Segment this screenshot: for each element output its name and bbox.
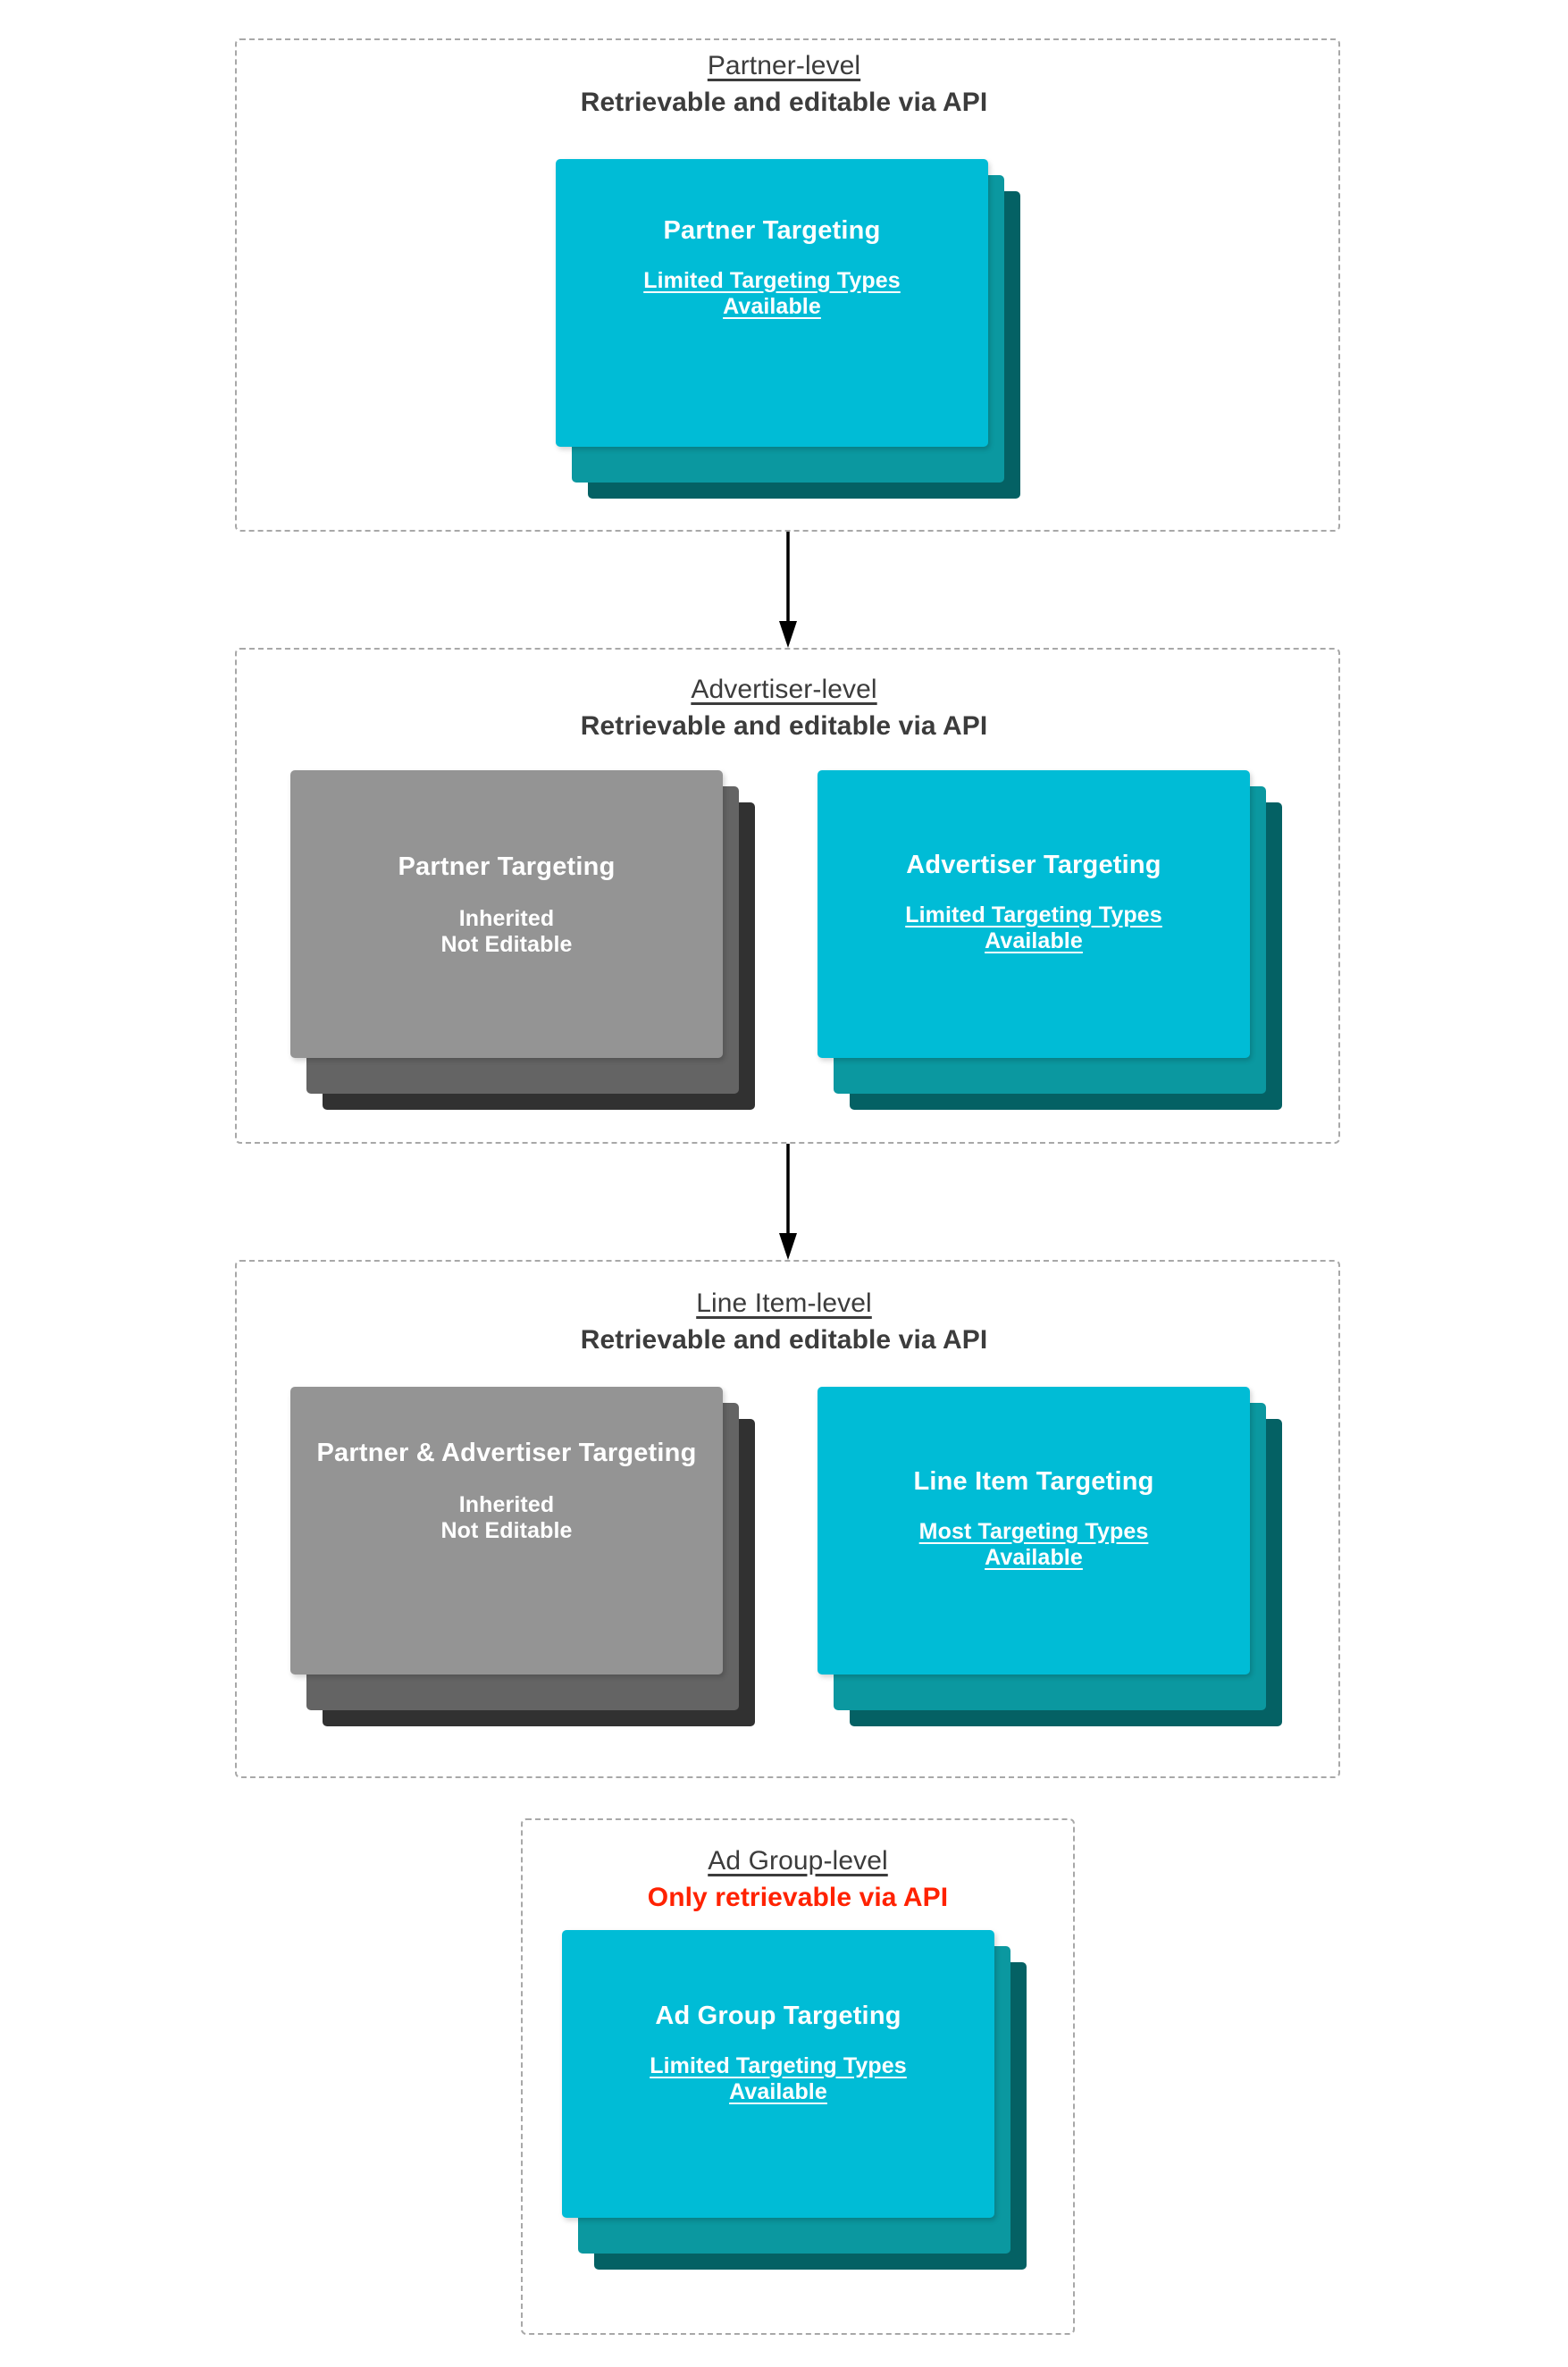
card-stack-line-item-targeting: Line Item Targeting Most Targeting Types… bbox=[818, 1387, 1282, 1744]
card-ad-group-targeting[interactable]: Ad Group Targeting Limited Targeting Typ… bbox=[562, 1930, 994, 2218]
card-note-line-1: Inherited bbox=[458, 1491, 555, 1517]
card-title: Partner Targeting bbox=[398, 852, 616, 881]
card-stack-inherited-partner-advertiser-targeting: Partner & Advertiser Targeting Inherited… bbox=[290, 1387, 755, 1744]
card-note-line-2: Available bbox=[985, 1544, 1083, 1570]
card-note-line-1: Most Targeting Types bbox=[918, 1518, 1149, 1544]
card-title: Partner & Advertiser Targeting bbox=[316, 1439, 697, 1467]
level-container-ad-group bbox=[521, 1818, 1075, 2335]
level-container-partner bbox=[235, 38, 1340, 532]
card-title: Ad Group Targeting bbox=[655, 2002, 901, 2030]
card-advertiser-targeting[interactable]: Advertiser Targeting Limited Targeting T… bbox=[818, 770, 1250, 1058]
card-note-line-1: Limited Targeting Types bbox=[650, 2052, 907, 2078]
card-inherited-partner-targeting[interactable]: Partner Targeting Inherited Not Editable bbox=[290, 770, 723, 1058]
card-note-line-2: Available bbox=[729, 2078, 827, 2104]
connector-advertiser-to-line-item bbox=[779, 1144, 797, 1260]
card-note-line-2: Available bbox=[985, 927, 1083, 953]
card-title: Line Item Targeting bbox=[913, 1467, 1154, 1496]
level-container-advertiser bbox=[235, 648, 1340, 1144]
card-inherited-partner-advertiser-targeting[interactable]: Partner & Advertiser Targeting Inherited… bbox=[290, 1387, 723, 1675]
card-stack-inherited-partner-targeting: Partner Targeting Inherited Not Editable bbox=[290, 770, 755, 1128]
connector-partner-to-advertiser bbox=[779, 532, 797, 648]
card-line-item-targeting[interactable]: Line Item Targeting Most Targeting Types… bbox=[818, 1387, 1250, 1675]
card-note-line-2: Not Editable bbox=[440, 931, 573, 957]
card-title: Advertiser Targeting bbox=[906, 851, 1161, 879]
card-stack-partner-targeting: Partner Targeting Limited Targeting Type… bbox=[556, 159, 1020, 499]
card-stack-advertiser-targeting: Advertiser Targeting Limited Targeting T… bbox=[818, 770, 1282, 1128]
card-partner-targeting[interactable]: Partner Targeting Limited Targeting Type… bbox=[556, 159, 988, 447]
card-title: Partner Targeting bbox=[663, 216, 881, 245]
card-note-line-1: Inherited bbox=[458, 905, 555, 931]
card-note-line-1: Limited Targeting Types bbox=[643, 267, 901, 293]
card-note-line-2: Not Editable bbox=[440, 1517, 573, 1543]
level-container-line-item bbox=[235, 1260, 1340, 1778]
card-note-line-2: Available bbox=[723, 293, 821, 319]
card-note-line-1: Limited Targeting Types bbox=[905, 902, 1162, 927]
card-stack-ad-group-targeting: Ad Group Targeting Limited Targeting Typ… bbox=[562, 1930, 1027, 2287]
